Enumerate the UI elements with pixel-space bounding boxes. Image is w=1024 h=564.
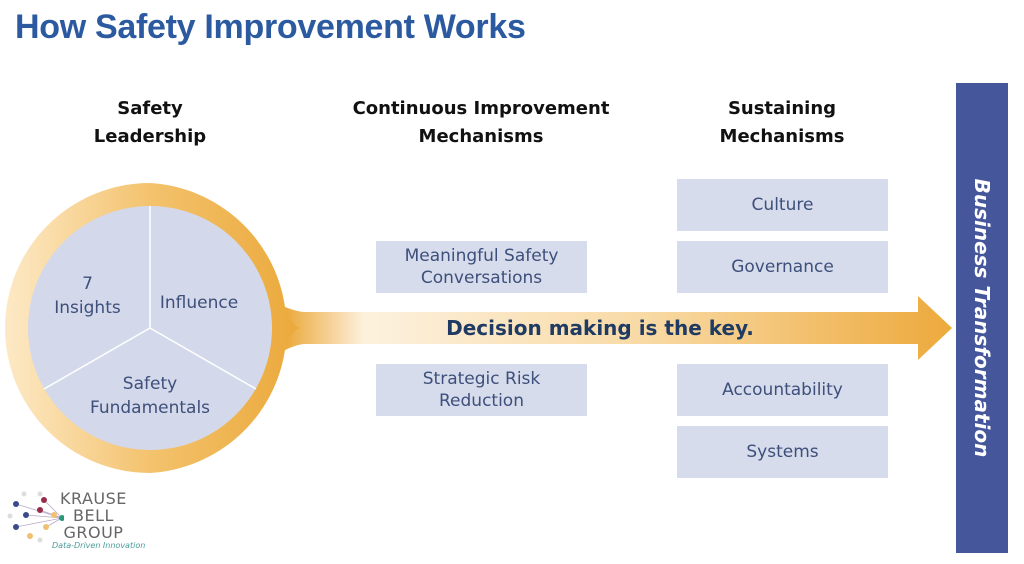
- header-line: Mechanisms: [719, 126, 845, 147]
- segment-line: Influence: [159, 293, 239, 313]
- column-header-continuous: Continuous Improvement Mechanisms: [340, 95, 622, 151]
- business-transformation-bar: Business Transformation: [956, 83, 1008, 553]
- box-line: Strategic Risk: [422, 369, 541, 389]
- box-governance: Governance: [677, 241, 888, 293]
- box-line: Conversations: [420, 268, 543, 288]
- logo-line: KRAUSE: [60, 489, 127, 508]
- page-title: How Safety Improvement Works: [15, 8, 526, 46]
- logo-wordmark: KRAUSE BELL GROUP: [60, 490, 127, 541]
- krause-bell-logo-icon: [7, 491, 64, 543]
- segment-influence: Influence: [155, 291, 243, 315]
- box-line: Meaningful Safety: [404, 246, 559, 266]
- header-line: Continuous Improvement: [352, 98, 610, 119]
- logo-tagline: Data-Driven Innovation: [52, 541, 146, 550]
- segment-line: Fundamentals: [89, 398, 211, 418]
- header-line: Safety: [117, 98, 183, 119]
- box-line: Reduction: [439, 391, 524, 411]
- segment-7-insights: 7 Insights: [45, 272, 130, 320]
- header-line: Sustaining: [727, 98, 837, 119]
- box-meaningful-safety-conversations: Meaningful Safety Conversations: [376, 241, 587, 293]
- arrow-label: Decision making is the key.: [446, 316, 754, 340]
- business-transformation-label: Business Transformation: [970, 178, 994, 458]
- header-line: Mechanisms: [418, 126, 544, 147]
- logo-line: BELL: [72, 506, 114, 525]
- box-culture: Culture: [677, 179, 888, 231]
- header-line: Leadership: [93, 126, 207, 147]
- segment-safety-fundamentals: Safety Fundamentals: [80, 372, 220, 420]
- column-header-leadership: Safety Leadership: [60, 95, 240, 151]
- box-strategic-risk-reduction: Strategic Risk Reduction: [376, 364, 587, 416]
- logo-line: GROUP: [63, 523, 124, 542]
- column-header-sustaining: Sustaining Mechanisms: [682, 95, 882, 151]
- segment-line: Insights: [54, 298, 121, 318]
- box-accountability: Accountability: [677, 364, 888, 416]
- segment-line: Safety: [122, 374, 178, 394]
- box-systems: Systems: [677, 426, 888, 478]
- segment-line: 7: [82, 274, 93, 294]
